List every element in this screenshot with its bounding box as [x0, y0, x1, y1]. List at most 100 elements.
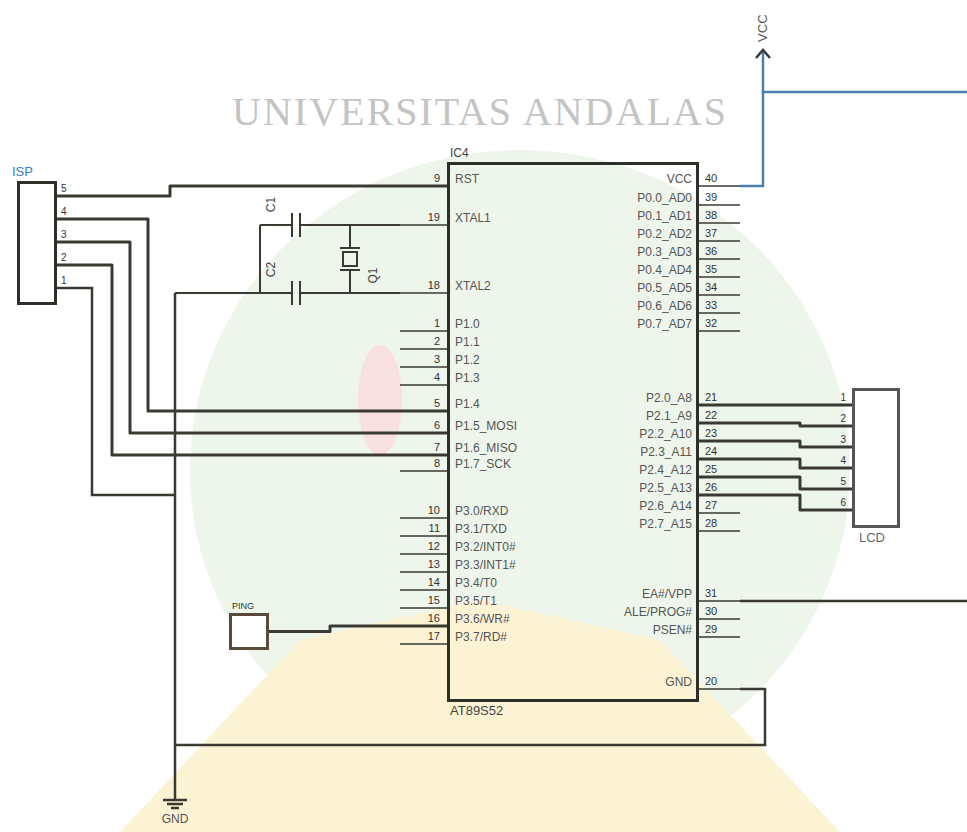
pin-stubs — [400, 186, 740, 689]
pin-number: 20 — [705, 675, 717, 687]
pin-name: XTAL2 — [455, 280, 491, 293]
pin-number: 23 — [705, 427, 717, 439]
pin-name: P1.0 — [455, 318, 480, 331]
pin-name: P1.4 — [455, 398, 480, 411]
pin-number: 17 — [428, 630, 440, 642]
pin-name: P3.2/INT0# — [455, 541, 516, 554]
pin-number: 24 — [705, 445, 717, 457]
pin-name: P0.7_AD7 — [637, 318, 692, 331]
pin-number: 36 — [705, 245, 717, 257]
background-emblem — [120, 150, 850, 832]
part-label: IC4 — [450, 147, 469, 160]
pin-number: 8 — [434, 457, 440, 469]
pin-number: 13 — [428, 558, 440, 570]
pin-number: 14 — [428, 576, 440, 588]
pin-name: P3.5/T1 — [455, 595, 497, 608]
pin-name: P2.7_A15 — [639, 518, 692, 531]
pin-name: P2.2_A10 — [639, 428, 692, 441]
pin-name: P0.0_AD0 — [637, 192, 692, 205]
pin-header: ISP — [17, 181, 57, 305]
pin-number: 9 — [434, 172, 440, 184]
pin-number: 25 — [705, 463, 717, 475]
pin-number: 34 — [705, 281, 717, 293]
signal-wire — [699, 477, 852, 489]
pin-number: 31 — [705, 587, 717, 599]
pin-number: 4 — [434, 371, 440, 383]
pin-number: 2 — [840, 413, 846, 424]
power-label: VCC — [756, 14, 770, 41]
pin-name: P0.2_AD2 — [637, 228, 692, 241]
pin-name: P1.3 — [455, 372, 480, 385]
pin-name: P2.6_A14 — [639, 500, 692, 513]
signal-wire — [699, 441, 852, 447]
pin-name: P0.5_AD5 — [637, 282, 692, 295]
pin-name: P3.3/INT1# — [455, 559, 516, 572]
part-label: LCD — [859, 531, 885, 545]
pin-number: 6 — [840, 497, 846, 508]
pin-number: 38 — [705, 209, 717, 221]
part-label: PING — [232, 602, 254, 612]
pin-number: 11 — [429, 522, 440, 534]
pin-name: XTAL1 — [455, 212, 491, 225]
pin-number: 1 — [434, 317, 440, 329]
pin-name: P2.5_A13 — [639, 482, 692, 495]
part-label: C2 — [265, 262, 278, 277]
part-label: ISP — [12, 165, 33, 179]
header-pins — [22, 196, 895, 510]
pin-number: 19 — [428, 211, 440, 223]
pin-number: 3 — [840, 434, 846, 445]
pin-number: 29 — [705, 623, 717, 635]
pin-number: 1 — [61, 275, 67, 286]
pin-number: 27 — [705, 499, 717, 511]
pin-name: GND — [665, 676, 692, 689]
pin-name: P0.1_AD1 — [637, 210, 692, 223]
pin-name: P3.6/WR# — [455, 613, 510, 626]
watermark: UNIVERSITAS ANDALAS — [232, 90, 728, 134]
signal-wire — [57, 219, 447, 411]
pin-name: VCC — [667, 173, 692, 186]
pin-number: 6 — [434, 419, 440, 431]
pin-name: P1.1 — [455, 336, 480, 349]
pin-name: P3.0/RXD — [455, 505, 508, 518]
pin-name: P3.1/TXD — [455, 523, 507, 536]
pin-name: P1.6_MISO — [455, 442, 517, 455]
pin-number: 1 — [840, 392, 846, 403]
pin-number: 5 — [61, 183, 67, 194]
sensor-terminal: PING — [229, 613, 269, 650]
power-wires — [57, 50, 967, 808]
part-label: C1 — [265, 197, 278, 212]
pin-name: P0.4_AD4 — [637, 264, 692, 277]
pin-name: RST — [455, 173, 479, 186]
pin-number: 4 — [61, 206, 67, 217]
part-label: AT89S52 — [450, 704, 503, 718]
signal-wire — [57, 186, 447, 196]
pin-number: 3 — [61, 229, 67, 240]
pin-number: 40 — [705, 172, 717, 184]
pin-number: 4 — [840, 455, 846, 466]
pin-number: 18 — [428, 279, 440, 291]
pin-number: 5 — [840, 476, 846, 487]
pin-number: 37 — [705, 227, 717, 239]
pin-name: P0.3_AD3 — [637, 246, 692, 259]
pin-number: 22 — [705, 409, 717, 421]
pin-number: 2 — [434, 335, 440, 347]
pin-number: 33 — [705, 299, 717, 311]
pin-number: 15 — [428, 594, 440, 606]
crystal-circuit — [175, 213, 400, 305]
part-label: Q1 — [367, 268, 380, 284]
pin-name: ALE/PROG# — [624, 606, 692, 619]
signal-wire — [57, 242, 447, 433]
pin-name: P2.1_A9 — [646, 410, 692, 423]
signal-wire — [699, 404, 852, 407]
signal-wire — [269, 626, 447, 632]
pin-header: LCD — [852, 388, 900, 528]
pin-number: 32 — [705, 317, 717, 329]
pin-number: 28 — [705, 517, 717, 529]
pin-number: 10 — [428, 504, 440, 516]
pin-name: EA#/VPP — [642, 588, 692, 601]
pin-name: P3.7/RD# — [455, 631, 507, 644]
pin-number: 12 — [428, 540, 440, 552]
pin-name: P1.2 — [455, 354, 480, 367]
pin-name: P2.4_A12 — [639, 464, 692, 477]
pin-name: P0.6_AD6 — [637, 300, 692, 313]
